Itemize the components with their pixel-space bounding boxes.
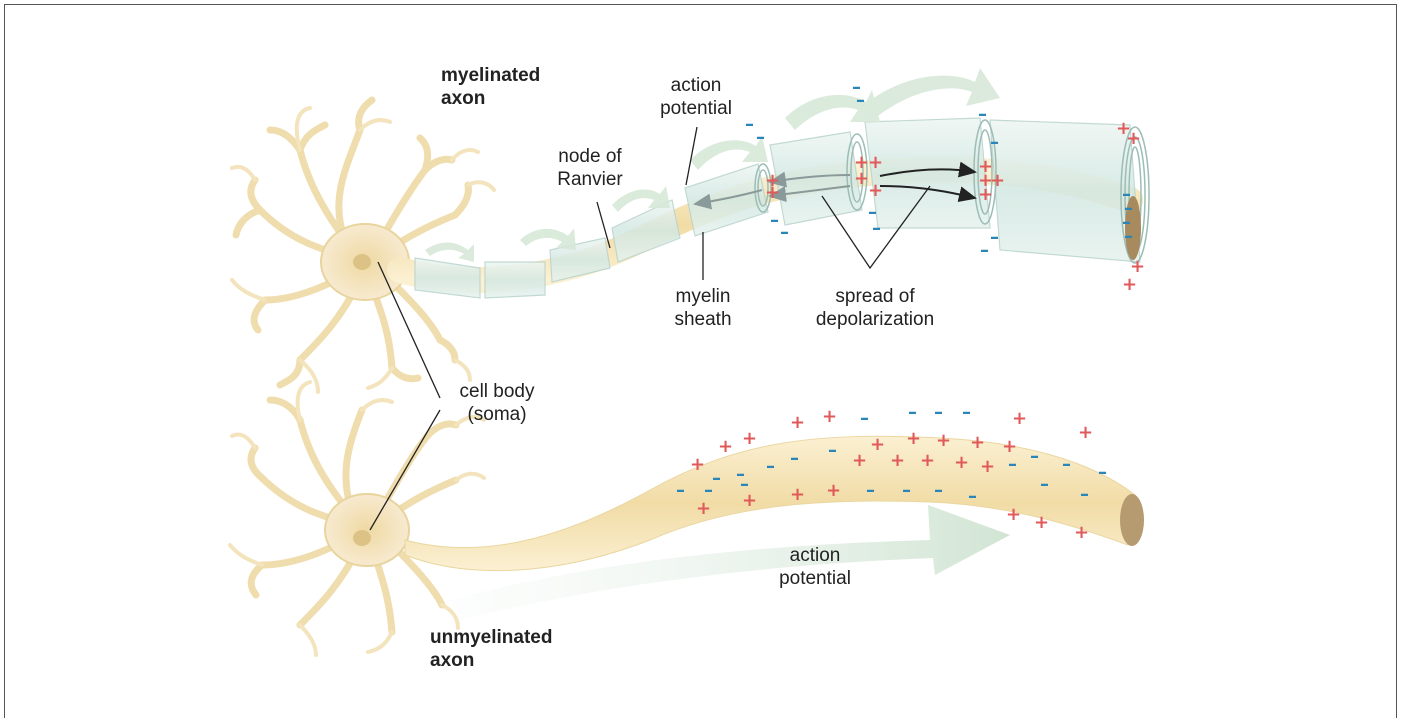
node-of-ranvier-line-1: node of [540,145,640,168]
svg-text:+: + [742,428,757,449]
svg-text:+: + [890,450,905,471]
svg-text:+: + [870,434,885,455]
myelin-sheath-line-2: sheath [653,308,753,331]
svg-text:+: + [980,456,995,477]
svg-text:+: + [1122,274,1137,295]
svg-text:+: + [1126,128,1141,149]
svg-text:–: – [1040,474,1049,495]
cell-body-leader-bottom [370,410,440,530]
svg-text:–: – [1098,462,1107,483]
myelin-sheath-label: myelin sheath [653,285,753,331]
svg-text:+: + [970,432,985,453]
svg-text:–: – [934,402,943,423]
cell-body-label: cell body (soma) [442,380,552,426]
svg-text:–: – [780,222,789,243]
action-potential-bottom-line-2: potential [760,567,870,590]
svg-text:–: – [1080,484,1089,505]
unmyelinated-axon-line-2: axon [430,649,552,672]
svg-text:–: – [770,210,779,231]
spread-of-depolarization-label: spread of depolarization [800,285,950,331]
svg-text:–: – [872,218,881,239]
svg-text:–: – [1062,454,1071,475]
svg-text:–: – [1030,446,1039,467]
node-of-ranvier-label: node of Ranvier [540,145,640,191]
svg-text:+: + [854,168,869,189]
svg-text:–: – [934,480,943,501]
cell-body-line-2: (soma) [442,403,552,426]
unmyelinated-axon-label: unmyelinated axon [430,626,552,672]
svg-text:+: + [826,480,841,501]
myelinated-axon-label: myelinated axon [441,64,540,110]
svg-text:+: + [1074,522,1089,543]
unmyelinated-axon-end [1120,494,1144,546]
svg-text:+: + [1012,408,1027,429]
myelin-sheath-line-1: myelin [653,285,753,308]
action-potential-bottom-label: action potential [760,544,870,590]
svg-text:–: – [790,448,799,469]
svg-text:+: + [1034,512,1049,533]
svg-text:–: – [908,402,917,423]
svg-text:+: + [690,454,705,475]
svg-text:–: – [676,480,685,501]
svg-text:+: + [936,430,951,451]
svg-text:+: + [868,180,883,201]
action-potential-top-label: action potential [641,74,751,120]
svg-text:+: + [790,412,805,433]
svg-text:+: + [978,184,993,205]
myelinated-axon-line-1: myelinated [441,64,540,87]
spread-line-2: depolarization [800,308,950,331]
svg-text:–: – [704,480,713,501]
svg-text:–: – [1008,454,1017,475]
svg-text:–: – [980,240,989,261]
myelinated-axon-line-2: axon [441,87,540,110]
node-of-ranvier-line-2: Ranvier [540,168,640,191]
action-potential-top-line-2: potential [641,97,751,120]
svg-text:+: + [1006,504,1021,525]
action-potential-bottom-line-1: action [760,544,870,567]
svg-text:–: – [740,474,749,495]
svg-text:+: + [852,450,867,471]
svg-text:–: – [766,456,775,477]
svg-text:–: – [962,402,971,423]
svg-text:–: – [712,468,721,489]
svg-text:–: – [856,90,865,111]
cell-body-line-1: cell body [442,380,552,403]
svg-text:+: + [790,484,805,505]
svg-text:+: + [822,406,837,427]
svg-text:–: – [866,480,875,501]
svg-text:+: + [1078,422,1093,443]
top-nucleus [353,254,371,270]
svg-text:–: – [968,486,977,507]
svg-text:–: – [860,408,869,429]
svg-text:–: – [978,104,987,125]
action-potential-top-line-1: action [641,74,751,97]
svg-text:–: – [828,440,837,461]
bottom-soma [325,494,409,566]
svg-text:–: – [990,132,999,153]
myelin-sheaths [415,118,1140,298]
svg-text:+: + [765,182,780,203]
svg-text:+: + [954,452,969,473]
svg-text:+: + [868,152,883,173]
svg-text:+: + [920,450,935,471]
unmyelinated-axon-line-1: unmyelinated [430,626,552,649]
svg-text:+: + [906,428,921,449]
svg-text:–: – [990,227,999,248]
svg-text:–: – [756,127,765,148]
svg-text:+: + [718,436,733,457]
svg-text:–: – [902,480,911,501]
svg-text:+: + [696,498,711,519]
spread-line-1: spread of [800,285,950,308]
bottom-nucleus [353,530,371,546]
svg-text:–: – [1124,226,1133,247]
